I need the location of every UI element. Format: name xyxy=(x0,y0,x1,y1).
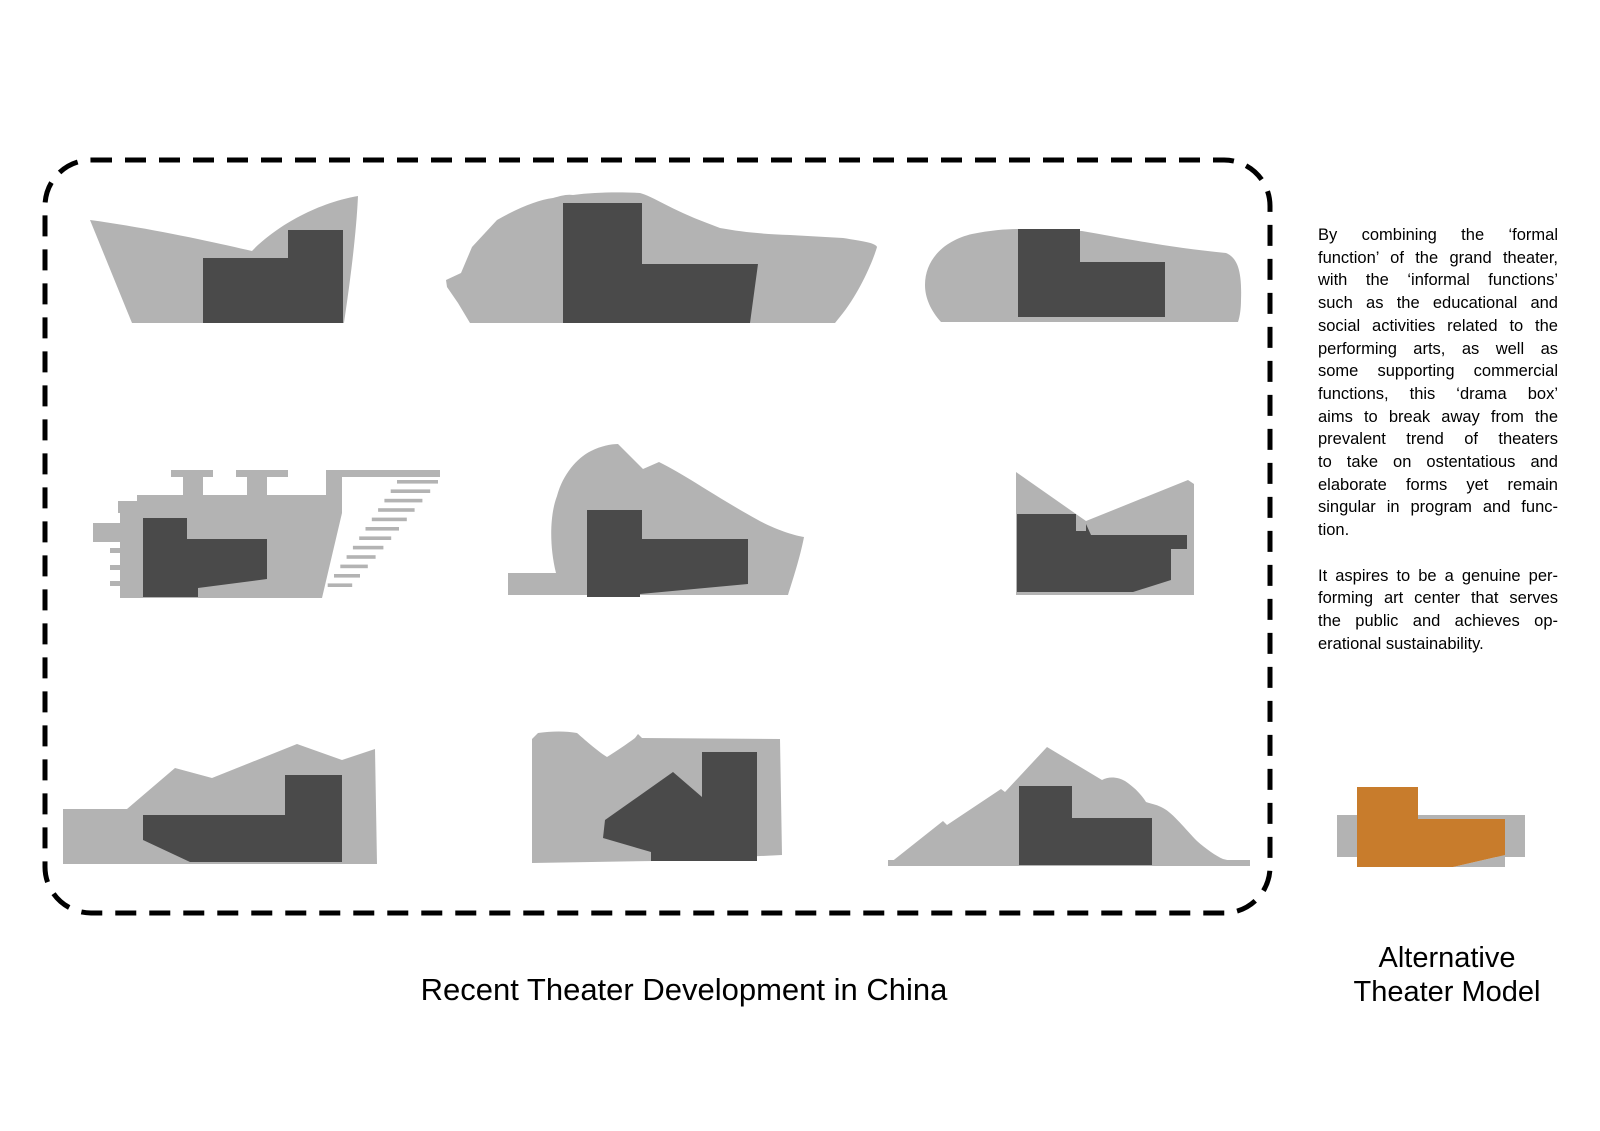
theater-box xyxy=(203,230,343,323)
tab xyxy=(110,581,123,586)
theater-silhouette-2 xyxy=(446,192,877,323)
theater-silhouette-6 xyxy=(1016,472,1194,595)
theater-box xyxy=(603,752,757,861)
text-line: the public and achieves op- xyxy=(1318,611,1558,630)
text-line: prevalent trend of theaters xyxy=(1318,430,1558,449)
alternative-theater-model-figure xyxy=(1337,787,1525,867)
louver-stairs xyxy=(327,480,438,587)
text-line: singular in program and func- xyxy=(1318,498,1558,517)
tab xyxy=(110,565,123,570)
tab xyxy=(93,523,123,542)
side-tabs xyxy=(93,523,123,586)
theater-box xyxy=(587,510,748,597)
theater-silhouette-8 xyxy=(532,731,782,863)
theater-silhouette-7 xyxy=(63,744,377,864)
text-line: forming art center that serves xyxy=(1318,589,1558,608)
theater-silhouette-4 xyxy=(93,470,440,598)
description-paragraph-1: By combining the ‘formal function’ of the… xyxy=(1318,224,1558,542)
theater-box xyxy=(1018,229,1165,317)
theater-silhouette-1 xyxy=(90,196,358,323)
text-line: to take on ostentatious and xyxy=(1318,453,1558,472)
theater-box xyxy=(143,775,342,862)
outer-mass xyxy=(446,192,877,323)
description-paragraph-2: It aspires to be a genuine per-forming a… xyxy=(1318,565,1558,656)
text-line: performing arts, as well as xyxy=(1318,339,1558,358)
model-drama-box xyxy=(1357,787,1505,867)
text-line: with the ‘informal functions’ xyxy=(1318,271,1558,290)
text-line: function’ of the grand theater, xyxy=(1318,248,1558,267)
theater-silhouette-9 xyxy=(888,747,1250,866)
tab xyxy=(110,548,123,553)
text-line: social activities related to the xyxy=(1318,316,1558,335)
dashed-frame xyxy=(42,157,1273,916)
text-line: By combining the ‘formal xyxy=(1318,226,1558,244)
theater-box xyxy=(563,203,758,323)
text-line: aims to break away from the xyxy=(1318,407,1558,426)
model-caption: Alternative Theater Model xyxy=(1327,941,1567,1009)
text-line: functions, this ‘drama box’ xyxy=(1318,384,1558,403)
text-line: erational sustainability. xyxy=(1318,634,1484,653)
text-line: some supporting commercial xyxy=(1318,362,1558,381)
theater-box xyxy=(1019,786,1152,865)
theater-silhouette-5 xyxy=(508,444,804,597)
text-line: such as the educational and xyxy=(1318,294,1558,313)
main-caption: Recent Theater Development in China xyxy=(420,972,948,1007)
theater-box xyxy=(1017,514,1187,592)
text-line: tion. xyxy=(1318,521,1350,540)
model-caption-line-1: Alternative xyxy=(1378,942,1516,974)
text-line: elaborate forms yet remain xyxy=(1318,475,1558,494)
theater-box xyxy=(143,518,267,597)
description-column: By combining the ‘formal function’ of the… xyxy=(1318,224,1558,678)
theater-silhouette-3 xyxy=(925,229,1242,322)
text-line: It aspires to be a genuine per- xyxy=(1318,566,1558,585)
model-caption-line-2: Theater Model xyxy=(1353,976,1541,1008)
